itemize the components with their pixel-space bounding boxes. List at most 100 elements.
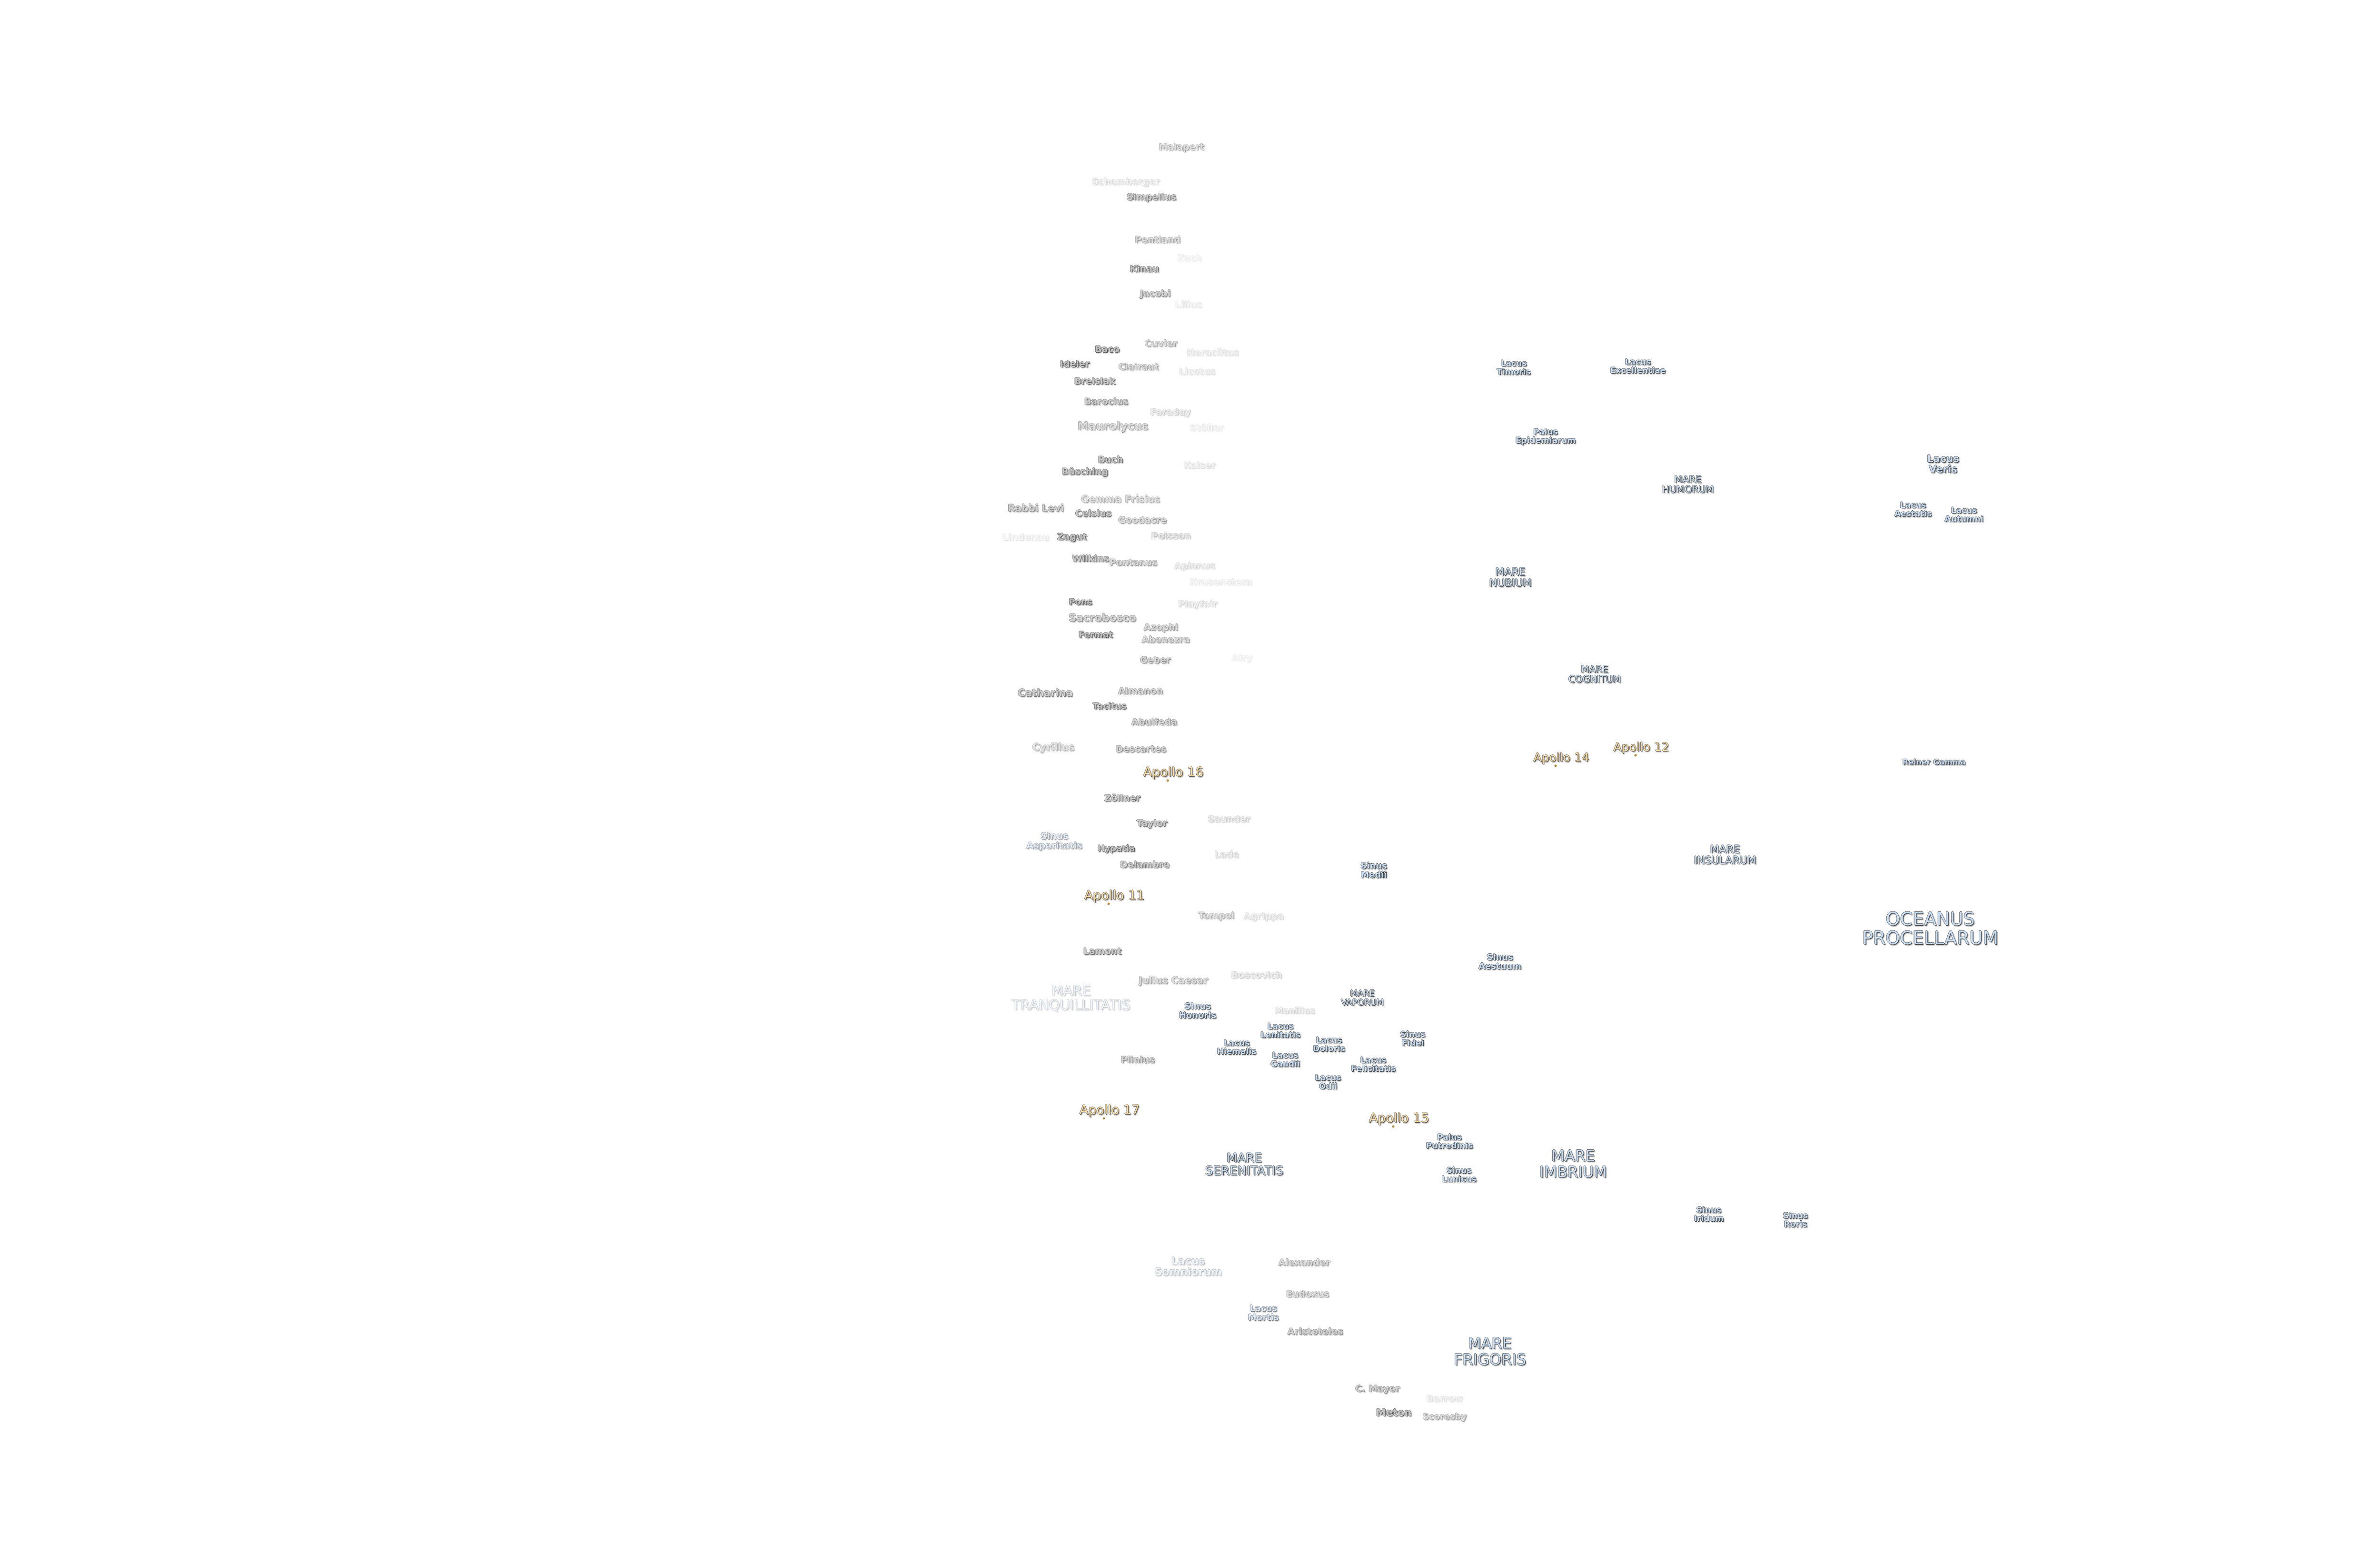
- label-maurolycus[interactable]: Maurolycus: [1077, 420, 1149, 433]
- label-rabbi-levi[interactable]: Rabbi Levi: [1008, 502, 1064, 514]
- label-apollo-11[interactable]: Apollo 11: [1084, 888, 1145, 903]
- label-lamont[interactable]: Lamont: [1083, 946, 1122, 957]
- label-playfair[interactable]: Playfair: [1178, 599, 1218, 610]
- label-abulfeda[interactable]: Abulfeda: [1131, 717, 1177, 728]
- label-apollo-15[interactable]: Apollo 15: [1368, 1110, 1429, 1126]
- label-apollo-12[interactable]: Apollo 12: [1613, 740, 1669, 754]
- label-tacitus[interactable]: Tacitus: [1092, 701, 1127, 712]
- label-lacus-timoris[interactable]: Lacus Timoris: [1497, 359, 1531, 377]
- label-lacus-mortis[interactable]: Lacus Mortis: [1248, 1304, 1279, 1323]
- label-sinus-aestuum[interactable]: Sinus Aestuum: [1478, 952, 1521, 971]
- label-baco[interactable]: Baco: [1095, 344, 1120, 355]
- label-lacus-veris[interactable]: Lacus Veris: [1927, 453, 1959, 475]
- label-mare-frigoris[interactable]: MARE FRIGORIS: [1453, 1334, 1527, 1368]
- label-mare-humorum[interactable]: MARE HUMORUM: [1662, 474, 1714, 495]
- label-cyrillus[interactable]: Cyrillus: [1032, 741, 1075, 753]
- label-taylor[interactable]: Taylor: [1136, 818, 1168, 829]
- label-lacus-doloris[interactable]: Lacus Doloris: [1313, 1036, 1345, 1054]
- label-breislak[interactable]: Breislak: [1074, 376, 1116, 387]
- label-barocius[interactable]: Barocius: [1084, 396, 1129, 407]
- label-clairaut[interactable]: Clairaut: [1118, 362, 1159, 373]
- label-plinius[interactable]: Plinius: [1121, 1055, 1155, 1066]
- label-pontanus[interactable]: Pontanus: [1109, 557, 1158, 568]
- label-st-fler[interactable]: Stöfler: [1189, 423, 1224, 434]
- label-schomberger[interactable]: Schomberger: [1091, 177, 1160, 188]
- label-simpelius[interactable]: Simpelius: [1126, 192, 1177, 203]
- label-mare-insularum[interactable]: MARE INSULARUM: [1694, 843, 1756, 867]
- label-lacus-felicitatis[interactable]: Lacus Felicitatis: [1351, 1056, 1396, 1074]
- label-delambre[interactable]: Delambre: [1120, 860, 1170, 870]
- label-kaiser[interactable]: Kaiser: [1183, 460, 1216, 471]
- label-reiner-gamma[interactable]: Reiner Gamma: [1902, 757, 1966, 767]
- label-hypatia[interactable]: Hypatia: [1097, 843, 1135, 854]
- label-krusenstern[interactable]: Krusenstern: [1190, 577, 1252, 588]
- label-apollo-16[interactable]: Apollo 16: [1143, 764, 1204, 780]
- label-lindenau[interactable]: Lindenau: [1002, 532, 1050, 543]
- label-mare-serenitatis[interactable]: MARE SERENITATIS: [1205, 1151, 1284, 1178]
- label-eudoxus[interactable]: Eudoxus: [1286, 1289, 1329, 1300]
- label-apollo-14[interactable]: Apollo 14: [1533, 750, 1589, 764]
- label-julius-caesar[interactable]: Julius Caesar: [1139, 974, 1208, 986]
- label-mare-vaporum[interactable]: MARE VAPORUM: [1341, 988, 1384, 1008]
- label-aristoteles[interactable]: Aristoteles: [1287, 1326, 1343, 1337]
- label-manilius[interactable]: Manilius: [1274, 1006, 1315, 1016]
- label-palus-putredinis[interactable]: Palus Putredinis: [1426, 1133, 1473, 1151]
- label-malapert[interactable]: Malapert: [1158, 142, 1205, 153]
- label-lacus-autumni[interactable]: Lacus Autumni: [1944, 506, 1983, 524]
- label-faraday[interactable]: Faraday: [1150, 407, 1191, 418]
- label-abenezra[interactable]: Abenezra: [1141, 634, 1190, 645]
- label-mare-imbrium[interactable]: MARE IMBRIUM: [1539, 1147, 1607, 1181]
- label-scoresby[interactable]: Scoresby: [1422, 1412, 1467, 1422]
- label-lacus-odii[interactable]: Lacus Odii: [1315, 1073, 1341, 1091]
- label-lacus-aestatis[interactable]: Lacus Aestatis: [1894, 501, 1932, 519]
- label-zach[interactable]: Zach: [1177, 253, 1202, 264]
- label-b-sching[interactable]: Büsching: [1061, 466, 1108, 477]
- label-saunder[interactable]: Saunder: [1208, 814, 1250, 825]
- label-descartes[interactable]: Descartes: [1115, 744, 1167, 755]
- label-buch[interactable]: Buch: [1098, 455, 1123, 465]
- label-lacus-hiemalis[interactable]: Lacus Hiemalis: [1217, 1038, 1257, 1057]
- label-cuvier[interactable]: Cuvier: [1144, 338, 1178, 349]
- label-sinus-roris[interactable]: Sinus Roris: [1783, 1211, 1808, 1229]
- label-alexander[interactable]: Alexander: [1278, 1257, 1330, 1268]
- label-apollo-17[interactable]: Apollo 17: [1079, 1102, 1140, 1117]
- label-boscovich[interactable]: Boscovich: [1231, 970, 1282, 981]
- label-goodacre[interactable]: Goodacre: [1118, 515, 1167, 526]
- label-sinus-lunicus[interactable]: Sinus Lunicus: [1441, 1166, 1477, 1184]
- label-oceanus-procellarum[interactable]: OCEANUS PROCELLARUM: [1862, 909, 1998, 949]
- label-zagut[interactable]: Zagut: [1057, 532, 1087, 543]
- label-licetus[interactable]: Licetus: [1179, 366, 1216, 377]
- label-tempel[interactable]: Tempel: [1198, 910, 1235, 921]
- label-jacobi[interactable]: Jacobi: [1140, 288, 1171, 299]
- label-barrow[interactable]: Barrow: [1426, 1394, 1463, 1404]
- label-fermat[interactable]: Fermat: [1078, 630, 1113, 640]
- label-sinus-asperitatis[interactable]: Sinus Asperitatis: [1026, 831, 1082, 851]
- label-azophi[interactable]: Azophi: [1143, 622, 1179, 633]
- label-lilius[interactable]: Lilius: [1175, 299, 1202, 310]
- label-catharina[interactable]: Catharina: [1018, 687, 1073, 699]
- label-sacrobosco[interactable]: Sacrobosco: [1069, 612, 1136, 624]
- label-lacus-lenitatis[interactable]: Lacus Lenitatis: [1260, 1022, 1300, 1040]
- label-gemma-frisius[interactable]: Gemma Frisius: [1081, 493, 1160, 505]
- label-c-mayer[interactable]: C. Mayer: [1355, 1384, 1400, 1394]
- label-airy[interactable]: Airy: [1231, 652, 1252, 663]
- label-geber[interactable]: Geber: [1140, 655, 1171, 666]
- label-z-llner[interactable]: Zöllner: [1104, 793, 1140, 804]
- label-kinau[interactable]: Kinau: [1130, 264, 1159, 275]
- label-agrippa[interactable]: Agrippa: [1243, 911, 1284, 922]
- label-mare-nubium[interactable]: MARE NUBIUM: [1489, 566, 1532, 589]
- label-pons[interactable]: Pons: [1069, 597, 1092, 607]
- label-palus-epidemiarum[interactable]: Palus Epidemiarum: [1515, 427, 1576, 445]
- label-mare-tranquillitatis[interactable]: MARE TRANQUILLITATIS: [1012, 982, 1130, 1013]
- label-mare-cognitum[interactable]: MARE COGNITUM: [1568, 663, 1621, 685]
- label-sinus-iridum[interactable]: Sinus Iridum: [1694, 1206, 1724, 1224]
- label-sinus-fidei[interactable]: Sinus Fidei: [1400, 1030, 1426, 1048]
- label-ideler[interactable]: Ideler: [1060, 359, 1090, 370]
- label-apianus[interactable]: Apianus: [1174, 561, 1216, 572]
- label-lacus-somniorum[interactable]: Lacus Somniorum: [1154, 1255, 1222, 1278]
- label-sinus-honoris[interactable]: Sinus Honoris: [1179, 1001, 1217, 1020]
- label-pentland[interactable]: Pentland: [1135, 235, 1180, 246]
- label-lade[interactable]: Lade: [1214, 850, 1239, 860]
- label-wilkins[interactable]: Wilkins: [1072, 554, 1109, 564]
